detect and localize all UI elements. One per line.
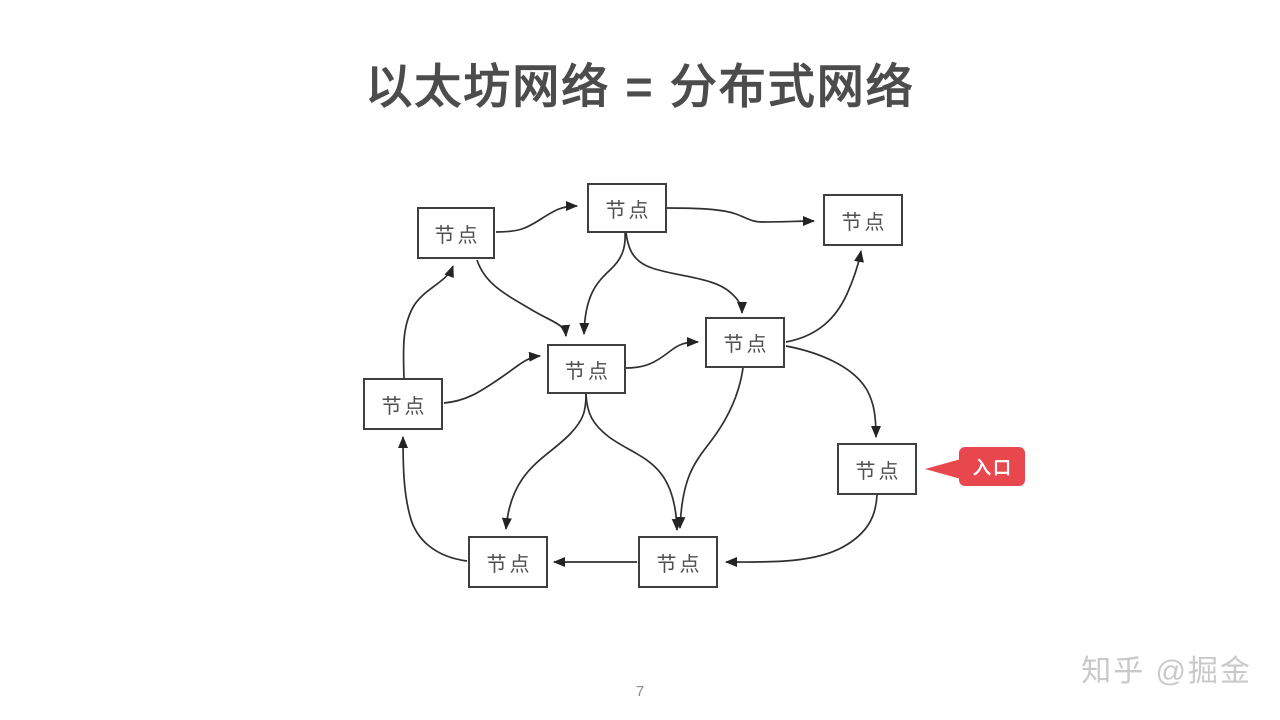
edge-middle-to-bottom-center <box>585 393 682 531</box>
edge-middle-to-bottom-left <box>501 393 587 530</box>
edge-middle-right-to-top-right <box>785 250 864 343</box>
edge-middle-to-middle-right <box>625 337 699 369</box>
entrance-callout: 入口 <box>959 447 1025 486</box>
watermark: 知乎 @掘金 <box>1081 655 1252 688</box>
edge-entrance-to-bottom-center <box>725 494 878 568</box>
node-middle: 节点 <box>547 344 626 394</box>
edge-top-center-to-middle-right <box>625 231 747 314</box>
node-entrance: 节点 <box>837 443 917 495</box>
edge-top-center-to-middle <box>579 231 626 335</box>
node-bottom-left: 节点 <box>468 536 548 588</box>
node-middle-right: 节点 <box>705 317 785 368</box>
edge-left-to-middle <box>443 351 541 404</box>
page-number: 7 <box>635 683 645 700</box>
node-bottom-center: 节点 <box>638 536 718 588</box>
edge-left-to-top-left <box>402 265 454 379</box>
edge-middle-right-to-bottom-center <box>675 367 744 529</box>
node-top-left: 节点 <box>417 207 495 259</box>
edge-top-left-to-middle <box>476 259 571 337</box>
edge-bottom-left-to-left <box>398 436 468 562</box>
slide-title: 以太坊网络 = 分布式网络 <box>365 60 915 113</box>
node-left: 节点 <box>363 378 443 430</box>
edge-top-center-to-top-right <box>666 207 815 227</box>
node-top-center: 节点 <box>587 183 667 233</box>
node-top-right: 节点 <box>823 194 903 246</box>
entrance-callout-pointer <box>925 459 961 479</box>
edge-middle-right-to-entrance <box>785 345 881 438</box>
edge-top-left-to-top-center <box>495 201 578 233</box>
